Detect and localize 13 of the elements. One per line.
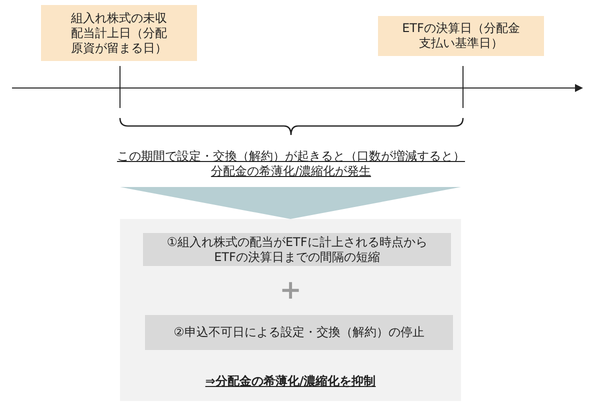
chevron-arrow xyxy=(120,187,461,219)
conclusion-text: ⇒分配金の希薄化/濃縮化を抑制 xyxy=(204,374,377,389)
result-panel xyxy=(120,219,461,401)
box-text: ②申込不可日による設定・交換（解約）の停止 xyxy=(172,325,426,340)
measure-box xyxy=(143,233,451,266)
box-text: ETFの決算日（分配金支払い基準日） xyxy=(401,21,521,51)
period-note: この期間で設定・交換（解約）が起きると（口数が増減すると）分配金の希薄化/濃縮化が発生 xyxy=(116,149,466,179)
plus-sign: ＋ xyxy=(274,271,306,309)
measure-box xyxy=(145,315,453,350)
box-text: 組入れ株式の未収配当計上日（分配原資が留まる日） xyxy=(71,10,167,56)
date-box xyxy=(378,16,544,56)
date-box xyxy=(41,5,197,61)
box-text: ①組入れ株式の配当がETFに計上される時点からETFの決算日までの間隔の短縮 xyxy=(166,234,428,264)
